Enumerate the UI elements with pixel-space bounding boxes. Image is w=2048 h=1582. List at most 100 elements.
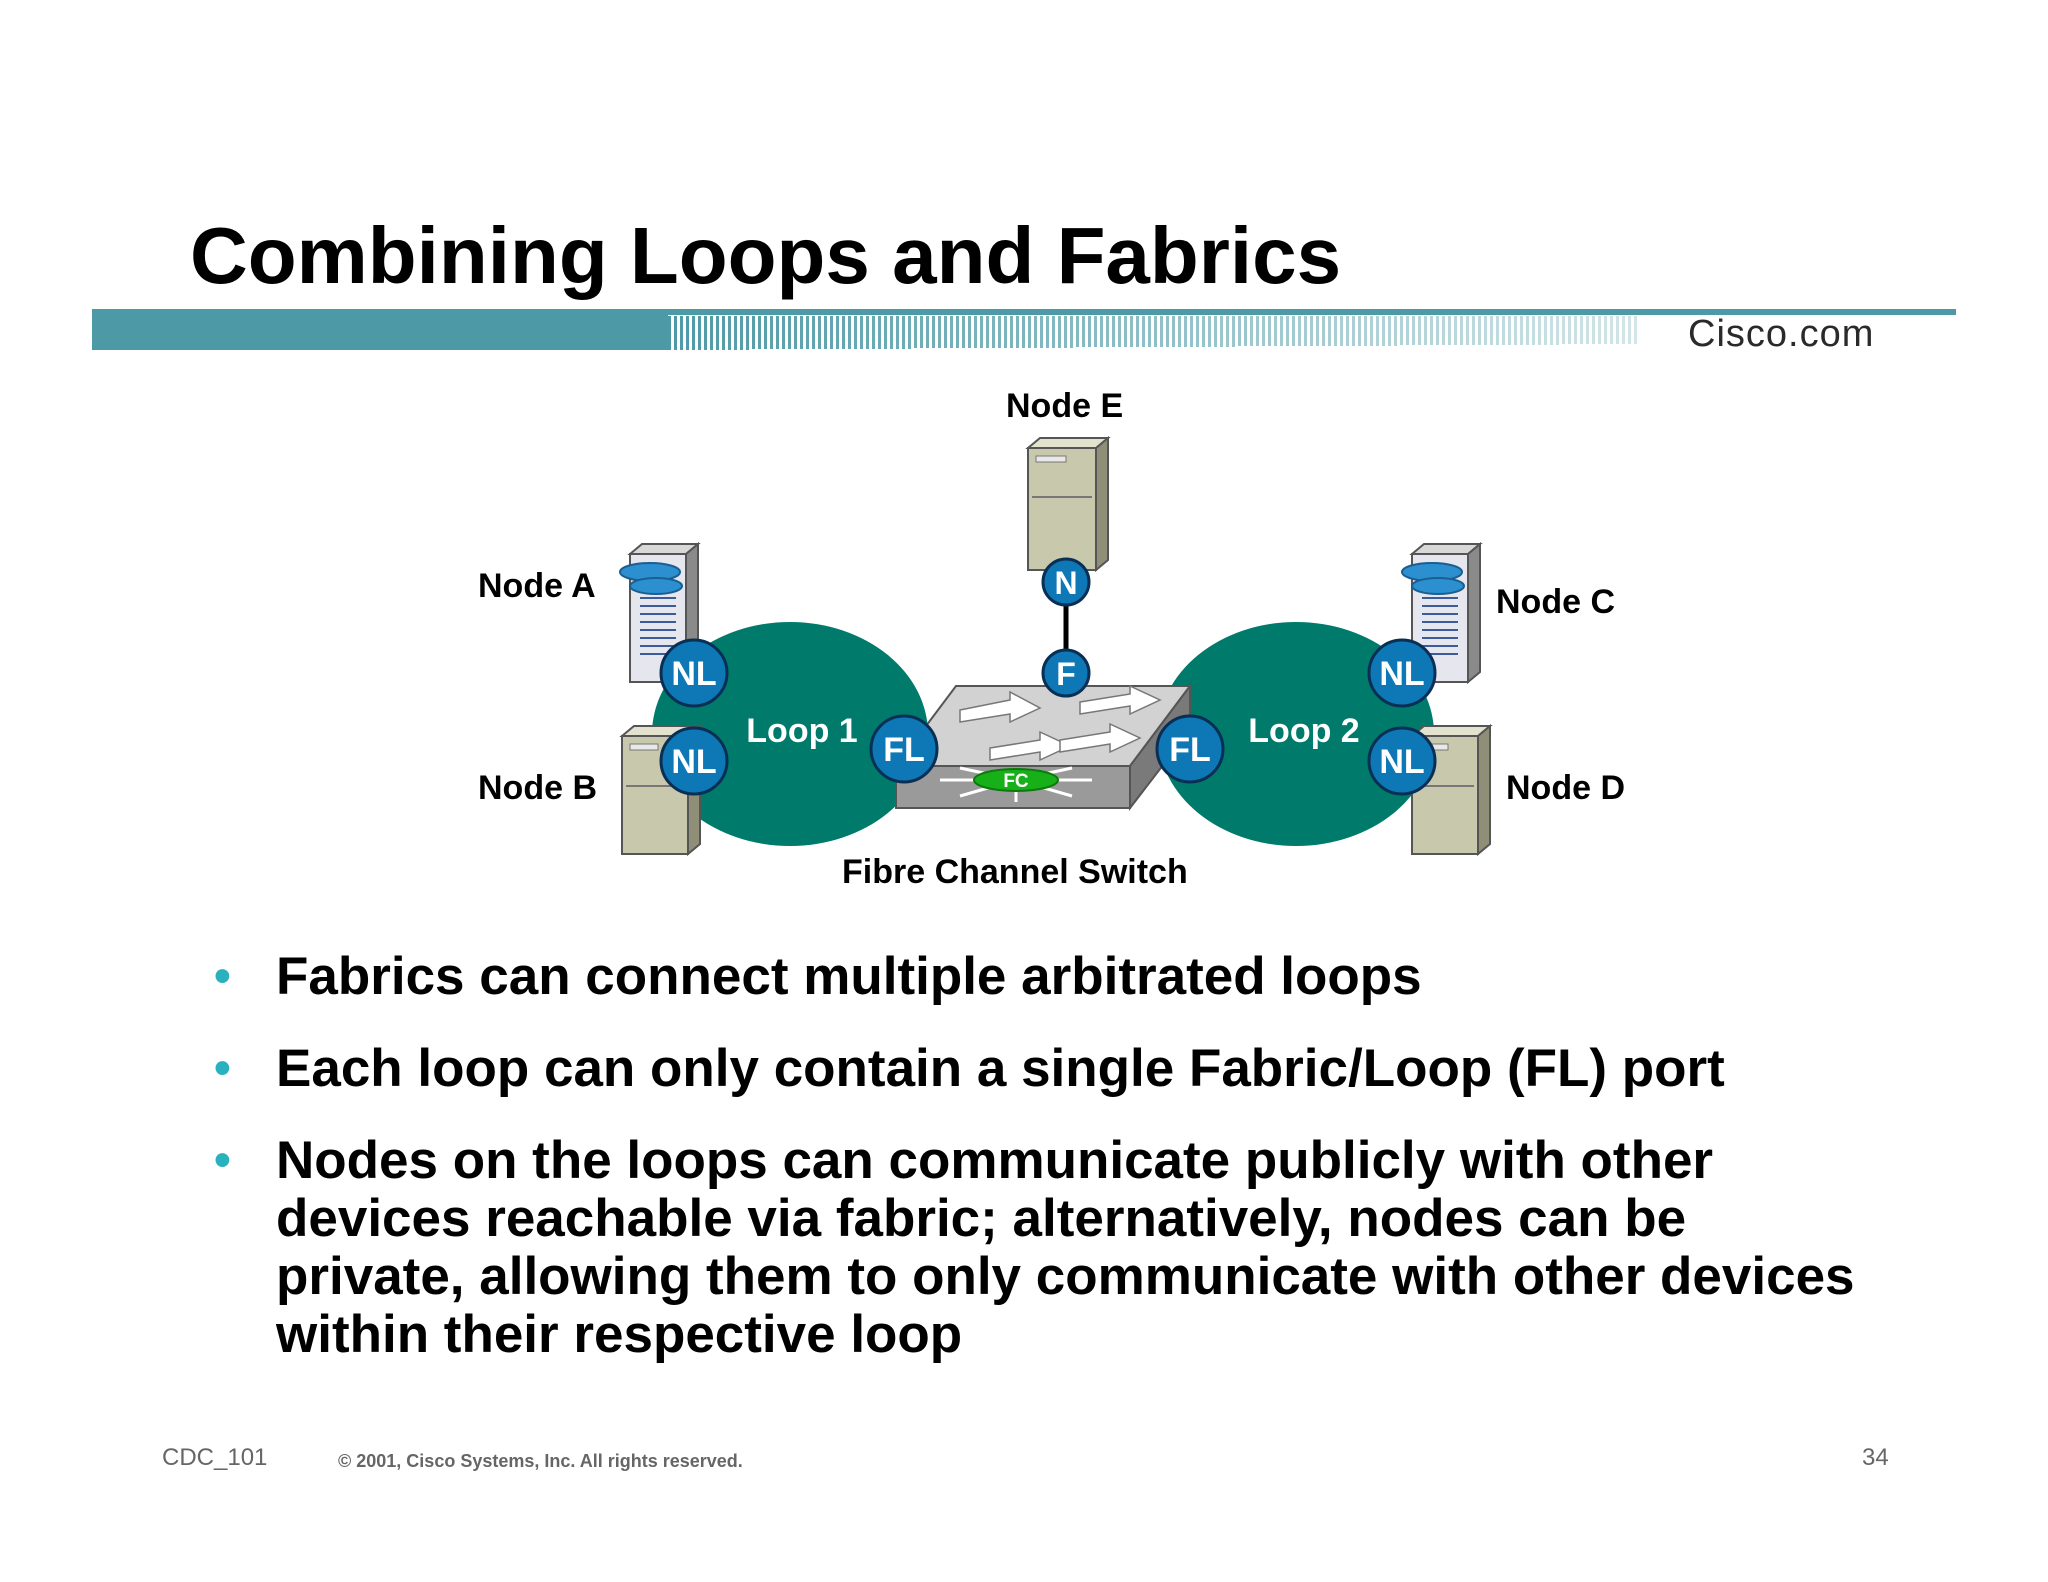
- banner-stripe: [728, 316, 731, 350]
- banner-stripe: [1532, 316, 1535, 345]
- banner-stripe: [1148, 316, 1151, 347]
- bullet-item: •Nodes on the loops can communicate publ…: [200, 1132, 1880, 1364]
- banner-stripe: [1076, 316, 1079, 347]
- banner-stripe: [1400, 316, 1403, 345]
- banner-stripe: [770, 316, 773, 349]
- banner-stripe: [1220, 316, 1223, 347]
- banner-stripe: [1286, 316, 1289, 346]
- banner-stripe: [1028, 316, 1031, 348]
- banner-stripe: [1586, 316, 1589, 344]
- banner-stripe: [1070, 316, 1073, 348]
- banner-stripe: [1628, 316, 1631, 344]
- banner-stripe: [1574, 316, 1577, 344]
- banner-stripe: [1112, 316, 1115, 347]
- node-a-tower: [619, 541, 701, 685]
- node-e-label: Node E: [1006, 387, 1124, 425]
- banner-stripe: [764, 316, 767, 349]
- banner-stripe: [830, 316, 833, 349]
- banner-stripe: [1388, 316, 1391, 346]
- banner-stripe: [992, 316, 995, 348]
- slide-title: Combining Loops and Fabrics: [190, 211, 1342, 300]
- banner-stripe: [1088, 316, 1091, 347]
- bullet-item: •Fabrics can connect multiple arbitrated…: [200, 948, 1880, 1006]
- banner-stripe: [686, 316, 689, 350]
- banner-stripe: [848, 316, 851, 349]
- banner-stripe: [914, 316, 917, 348]
- bullet-item: • Each loop can only contain a single Fab…: [200, 1040, 1880, 1098]
- banner-stripe: [842, 316, 845, 349]
- banner-stripe: [752, 316, 755, 349]
- footer-course: CDC_101: [162, 1444, 268, 1471]
- banner-stripe: [1580, 316, 1583, 344]
- banner-stripe: [968, 316, 971, 348]
- banner-stripe: [860, 316, 863, 349]
- banner-stripe: [1412, 316, 1415, 345]
- banner-stripe: [854, 316, 857, 349]
- banner-stripe: [668, 316, 671, 350]
- banner-stripe: [1322, 316, 1325, 346]
- banner-stripe: [1250, 316, 1253, 346]
- banner-stripe: [908, 316, 911, 349]
- banner-stripe: [1280, 316, 1283, 346]
- banner-stripe: [1178, 316, 1181, 347]
- header-banner: [92, 309, 1956, 350]
- banner-stripe: [944, 316, 947, 348]
- banner-stripe: [1394, 316, 1397, 346]
- banner-stripe: [1160, 316, 1163, 347]
- banner-stripe: [1382, 316, 1385, 346]
- banner-stripe: [1100, 316, 1103, 347]
- banner-stripe: [1478, 316, 1481, 345]
- banner-stripe: [680, 316, 683, 350]
- banner-stripes: [668, 316, 1637, 350]
- banner-stripe: [1040, 316, 1043, 348]
- banner-stripe: [1472, 316, 1475, 345]
- banner-stripe: [1490, 316, 1493, 345]
- banner-stripe: [1592, 316, 1595, 344]
- banner-stripe: [776, 316, 779, 349]
- banner-stripe: [1340, 316, 1343, 346]
- cisco-logo-text: Cisco.com: [1688, 313, 1875, 355]
- banner-stripe: [734, 316, 737, 350]
- banner-stripe: [722, 316, 725, 350]
- banner-stripe: [956, 316, 959, 348]
- bullet-text: Each loop can only contain a single Fabr…: [276, 1039, 1725, 1098]
- banner-stripe: [698, 316, 701, 350]
- banner-stripe: [1190, 316, 1193, 347]
- bullet-list: •Fabrics can connect multiple arbitrated…: [200, 948, 1880, 1398]
- banner-stripe: [1136, 316, 1139, 347]
- banner-stripe: [1634, 316, 1637, 344]
- bullet-dot: •: [214, 950, 231, 1003]
- banner-stripe: [1316, 316, 1319, 346]
- banner-stripe: [1094, 316, 1097, 347]
- banner-stripe: [902, 316, 905, 349]
- banner-stripe: [818, 316, 821, 349]
- banner-stripe: [1448, 316, 1451, 345]
- banner-stripe: [746, 316, 749, 350]
- banner-stripe: [1052, 316, 1055, 348]
- banner-stripe: [1016, 316, 1019, 348]
- loop-2-ellipse: [1158, 622, 1434, 846]
- banner-stripe: [1520, 316, 1523, 345]
- banner-stripe: [1604, 316, 1607, 344]
- banner-stripe: [1004, 316, 1007, 348]
- banner-stripe: [1502, 316, 1505, 345]
- switch-label: Fibre Channel Switch: [842, 853, 1188, 891]
- port-nl-node-b: NL: [659, 726, 729, 796]
- banner-stripe: [1454, 316, 1457, 345]
- port-nl-a-label: NL: [671, 655, 716, 693]
- bullet-dot: •: [214, 1042, 231, 1095]
- banner-stripe: [1418, 316, 1421, 345]
- banner-stripe: [950, 316, 953, 348]
- port-n-label: N: [1054, 565, 1077, 601]
- banner-stripe: [1268, 316, 1271, 346]
- port-nl-node-c: NL: [1367, 638, 1437, 708]
- banner-stripe: [1616, 316, 1619, 344]
- banner-stripe: [1124, 316, 1127, 347]
- node-e-server: [1025, 435, 1111, 573]
- port-nl-b-label: NL: [671, 743, 716, 781]
- banner-stripe: [1466, 316, 1469, 345]
- banner-stripe: [1544, 316, 1547, 345]
- loop-2-label: Loop 2: [1248, 712, 1359, 750]
- banner-stripe: [920, 316, 923, 348]
- port-fl-loop-2: FL: [1155, 714, 1225, 784]
